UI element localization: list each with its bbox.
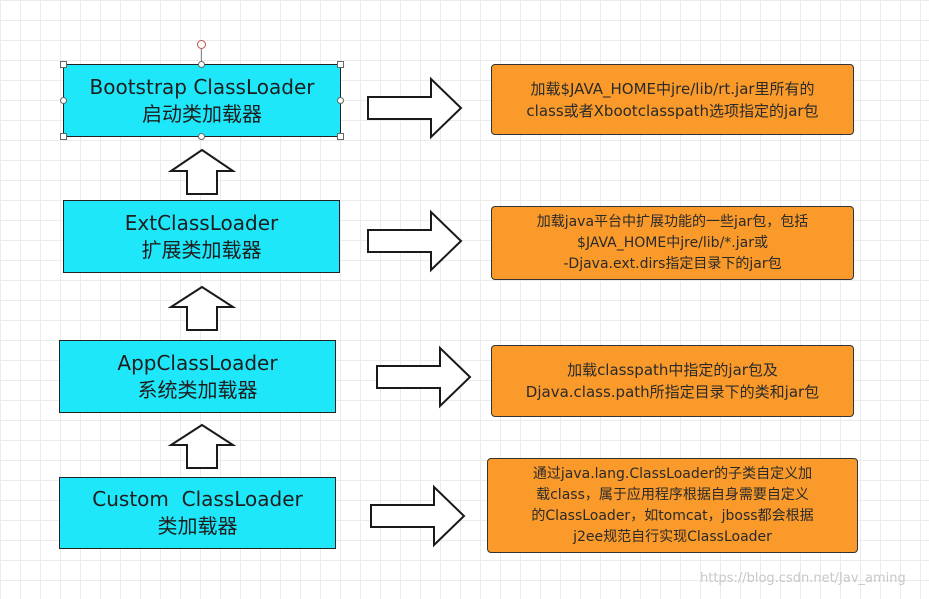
resize-handle-left[interactable] xyxy=(60,97,67,104)
rotate-handle[interactable] xyxy=(197,40,206,49)
ext-classloader-box: ExtClassLoader 扩展类加载器 xyxy=(63,200,340,273)
ext-description: 加载java平台中扩展功能的一些jar包，包括 $JAVA_HOME中jre/l… xyxy=(491,206,854,280)
up-arrow-icon xyxy=(167,423,237,469)
bootstrap-classloader-subtitle: 启动类加载器 xyxy=(142,101,262,126)
custom-description: 通过java.lang.ClassLoader的子类自定义加 载class，属于… xyxy=(487,458,858,553)
resize-handle-bottom[interactable] xyxy=(198,133,205,140)
resize-handle-bottom-left[interactable] xyxy=(60,133,67,140)
description-line: 通过java.lang.ClassLoader的子类自定义加 xyxy=(532,465,813,482)
up-arrow-icon xyxy=(167,148,237,195)
description-line: -Djava.ext.dirs指定目录下的jar包 xyxy=(563,255,782,272)
bootstrap-classloader-box[interactable]: Bootstrap ClassLoader 启动类加载器 xyxy=(63,64,341,137)
ext-classloader-subtitle: 扩展类加载器 xyxy=(141,237,262,262)
description-line: 的ClassLoader，如tomcat，jboss都会根据 xyxy=(531,507,814,524)
resize-handle-bottom-right[interactable] xyxy=(337,133,344,140)
ext-classloader-title: ExtClassLoader xyxy=(124,210,279,235)
watermark: https://blog.csdn.net/Jav_aming xyxy=(700,571,906,586)
right-arrow-icon xyxy=(367,209,463,273)
rotate-handle-stem xyxy=(201,49,202,64)
app-classloader-title: AppClassLoader xyxy=(117,350,278,375)
right-arrow-icon xyxy=(370,484,466,548)
description-line: 载class，属于应用程序根据自身需要自定义 xyxy=(536,486,809,503)
description-line: $JAVA_HOME中jre/lib/*.jar或 xyxy=(577,234,768,251)
app-classloader-subtitle: 系统类加载器 xyxy=(137,377,258,402)
description-line: class或者Xbootclasspath选项指定的jar包 xyxy=(526,101,819,120)
bootstrap-description: 加载$JAVA_HOME中jre/lib/rt.jar里所有的 class或者X… xyxy=(491,64,854,135)
custom-classloader-title: Custom ClassLoader xyxy=(92,487,303,511)
right-arrow-icon xyxy=(376,345,472,409)
bootstrap-classloader-title: Bootstrap ClassLoader xyxy=(89,74,315,99)
description-line: Djava.class.path所指定目录下的类和jar包 xyxy=(525,383,820,401)
description-line: 加载$JAVA_HOME中jre/lib/rt.jar里所有的 xyxy=(530,79,815,98)
description-line: 加载classpath中指定的jar包及 xyxy=(567,361,778,379)
right-arrow-icon xyxy=(367,76,463,140)
description-line: 加载java平台中扩展功能的一些jar包，包括 xyxy=(536,213,809,230)
resize-handle-top[interactable] xyxy=(198,61,205,68)
custom-classloader-subtitle: 类加载器 xyxy=(157,514,238,538)
resize-handle-top-left[interactable] xyxy=(60,61,67,68)
resize-handle-right[interactable] xyxy=(337,97,344,104)
resize-handle-top-right[interactable] xyxy=(337,61,344,68)
app-description: 加载classpath中指定的jar包及 Djava.class.path所指定… xyxy=(491,345,854,417)
up-arrow-icon xyxy=(167,285,237,331)
custom-classloader-box: Custom ClassLoader 类加载器 xyxy=(59,477,336,549)
description-line: j2ee规范自行实现ClassLoader xyxy=(573,528,772,545)
app-classloader-box: AppClassLoader 系统类加载器 xyxy=(59,340,336,413)
